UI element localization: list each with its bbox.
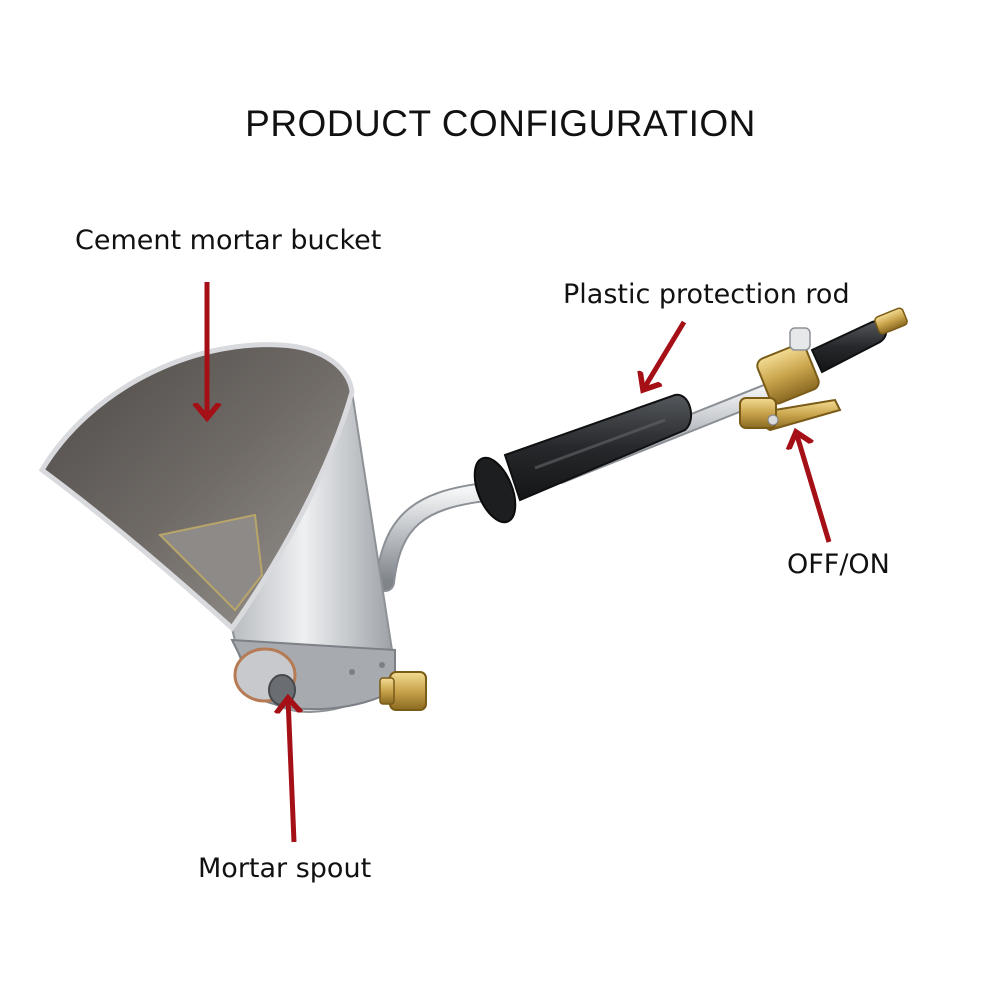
arrow-spout: [288, 698, 294, 843]
arrow-rod: [643, 320, 687, 390]
brass-nozzle: [379, 671, 427, 711]
arrows: [207, 282, 832, 843]
valve-switch: [739, 307, 908, 432]
page-title: PRODUCT CONFIGURATION: [245, 103, 756, 144]
label-off-on-switch: OFF/ON: [787, 549, 890, 580]
connecting-pipe: [375, 482, 495, 592]
label-plastic-protection-rod: Plastic protection rod: [563, 279, 850, 310]
label-mortar-spout: Mortar spout: [198, 853, 372, 884]
mortar-bucket: [38, 342, 396, 714]
label-cement-mortar-bucket: Cement mortar bucket: [75, 225, 382, 256]
plastic-grip: [473, 393, 693, 524]
arrow-switch: [796, 432, 832, 543]
